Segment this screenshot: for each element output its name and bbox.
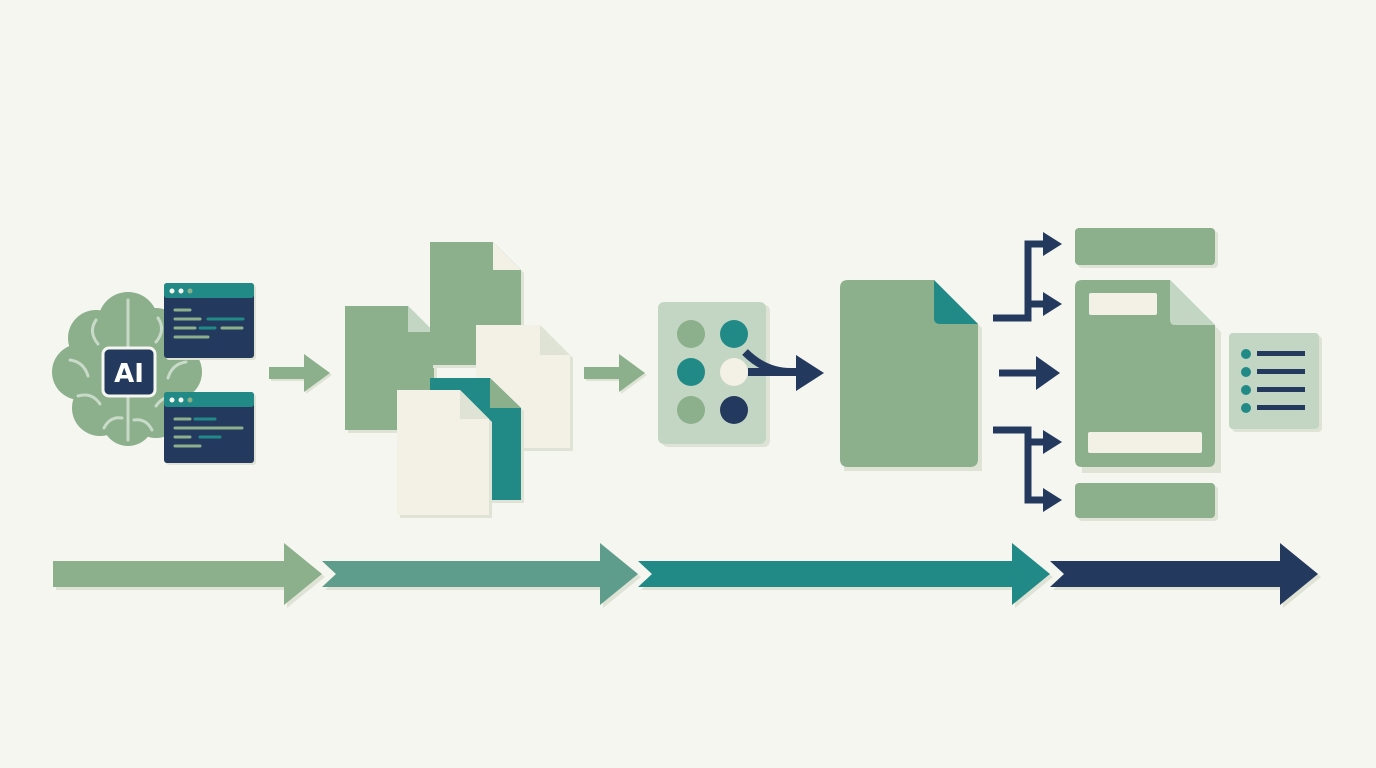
brain-folds — [68, 298, 188, 442]
output-bar-bottom — [1075, 483, 1218, 521]
branch-arrowheads — [1036, 232, 1062, 512]
brain-icon — [52, 292, 202, 446]
dot-grid-icon — [658, 302, 770, 447]
code-lines — [173, 417, 244, 448]
ai-badge-label: AI — [114, 359, 144, 389]
layout-document-icon — [1075, 280, 1221, 473]
flow-arrow — [269, 354, 332, 394]
code-window-icon — [164, 392, 256, 465]
timeline-segment-1 — [53, 543, 325, 608]
output-bar-top — [1075, 228, 1218, 268]
document-sheet — [397, 390, 492, 518]
layout-footer-block — [1088, 432, 1202, 453]
flow-arrow — [584, 354, 647, 394]
branching-arrows-icon — [993, 240, 1048, 504]
document-stack-icon — [345, 242, 573, 518]
timeline-segment-2 — [322, 543, 641, 608]
timeline-band — [53, 543, 1321, 608]
code-window-icon — [164, 283, 256, 360]
layout-header-block — [1089, 293, 1157, 315]
document-icon — [840, 280, 982, 471]
timeline-segment-4 — [1050, 543, 1321, 608]
ai-badge: AI — [101, 346, 157, 398]
timeline-segment-3 — [638, 543, 1053, 608]
code-lines — [173, 308, 245, 339]
checklist-rows — [1241, 349, 1305, 413]
flow-arrow — [742, 349, 824, 391]
checklist-icon — [1229, 333, 1322, 432]
